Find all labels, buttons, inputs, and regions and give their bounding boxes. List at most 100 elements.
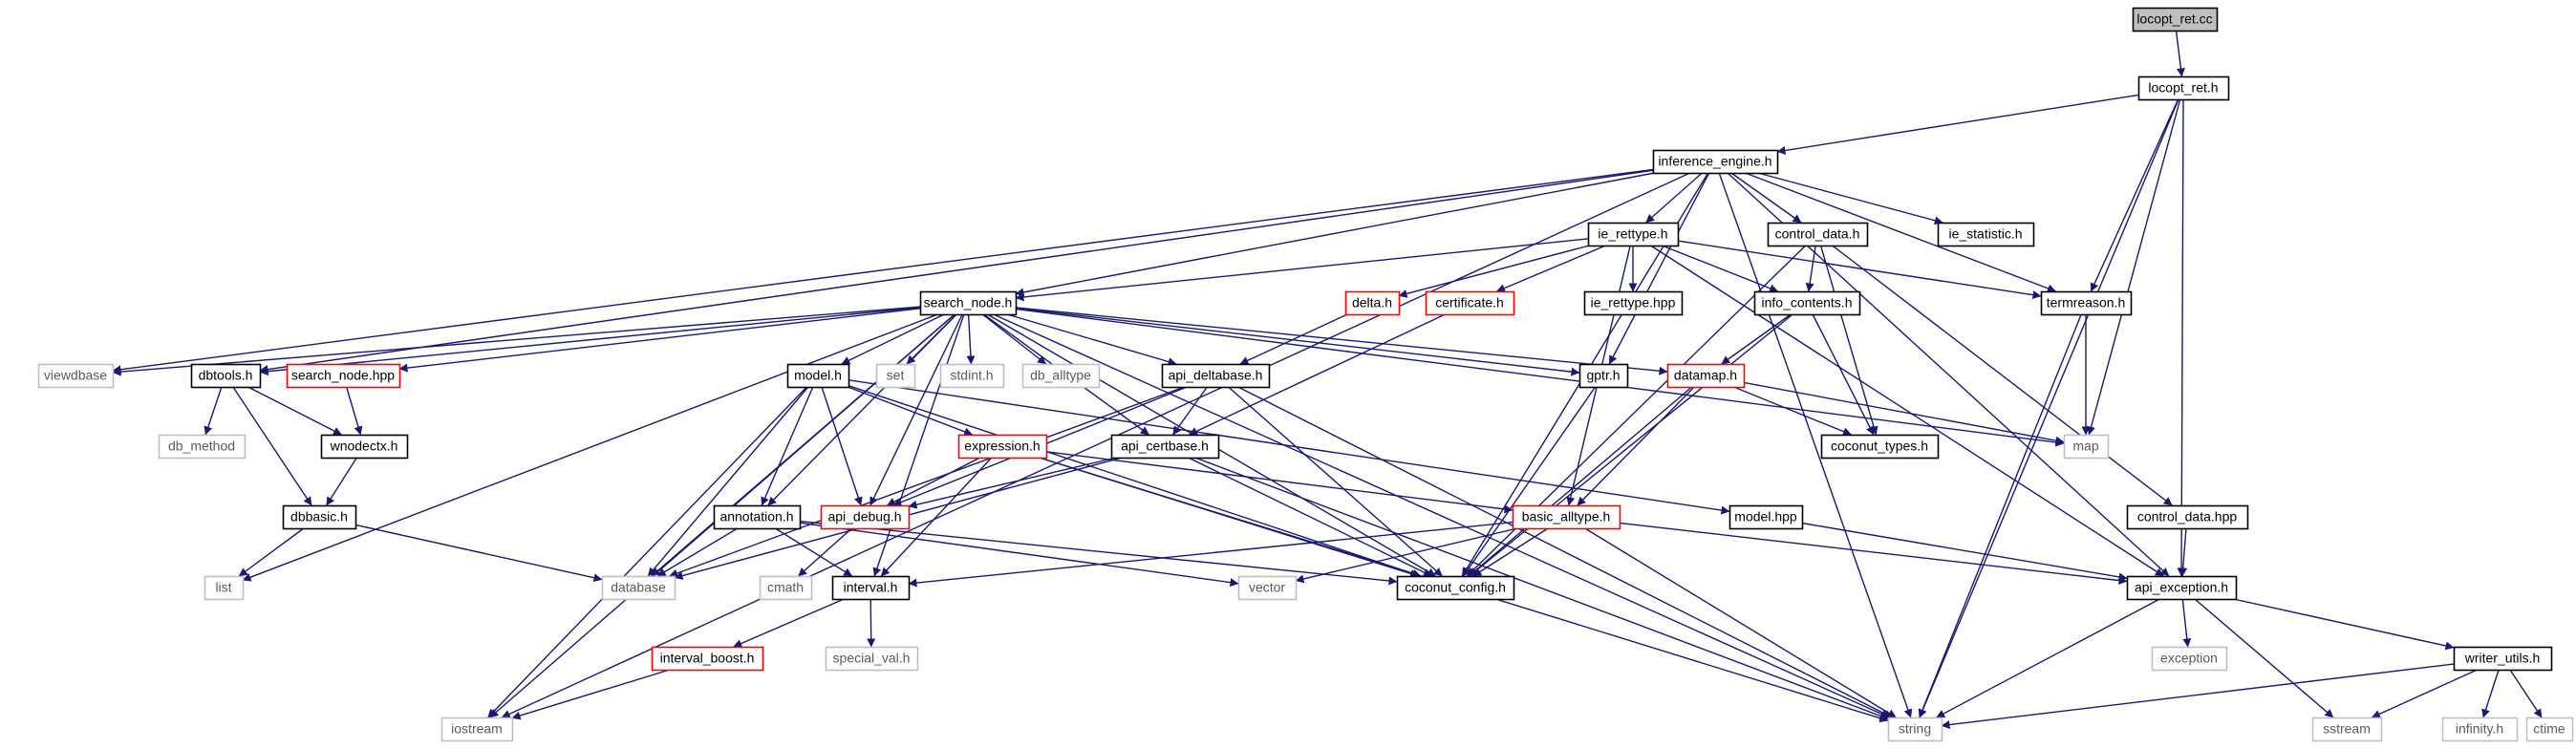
edge-termreason_h-to-string [1918,313,2082,718]
node-set[interactable]: set [875,363,916,389]
edge-dbbasic_h-to-database [354,524,603,583]
node-box-cmath [759,575,813,601]
edge-gptr_h-to-coconut_config_h [1462,386,1597,577]
node-string[interactable]: string [1887,717,1943,742]
node-box-set [875,363,916,389]
node-model_h[interactable]: model.h [786,363,850,389]
node-api_exception_h[interactable]: api_exception.h [2126,575,2238,601]
node-box-string [1887,717,1943,742]
node-box-stdint_h [939,363,1005,389]
node-label-control_data_h: control_data.h [1775,226,1860,242]
node-box-sstream [2311,717,2383,742]
node-label-stdint_h: stdint.h [950,368,993,383]
node-box-datamap_h [1666,363,1746,389]
node-dbtools_h[interactable]: dbtools.h [190,363,262,389]
node-list[interactable]: list [204,575,245,601]
node-api_certbase_h[interactable]: api_certbase.h [1110,434,1220,460]
node-api_debug_h[interactable]: api_debug.h [820,504,911,530]
node-db_alltype[interactable]: db_alltype [1021,363,1101,389]
node-control_data_hpp[interactable]: control_data.hpp [2126,504,2249,530]
node-certificate_h[interactable]: certificate.h [1425,290,1515,316]
edge-locopt_ret_h-to-map [2087,98,2181,436]
node-box-annotation_h [713,504,802,530]
node-writer_utils_h[interactable]: writer_utils.h [2453,646,2553,672]
node-map[interactable]: map [2063,434,2110,460]
node-delta_h[interactable]: delta.h [1344,290,1401,316]
node-label-interval_h: interval.h [844,580,898,595]
node-locopt_ret_h[interactable]: locopt_ret.h [2137,75,2230,101]
node-db_method[interactable]: db_method [158,434,247,460]
edge-model_h-to-iostream [487,386,807,718]
edge-locopt_ret_cc-to-locopt_ret_h [2175,30,2185,77]
node-api_deltabase_h[interactable]: api_deltabase.h [1161,363,1271,389]
node-box-db_alltype [1021,363,1101,389]
node-cmath[interactable]: cmath [759,575,813,601]
node-box-api_deltabase_h [1161,363,1271,389]
node-model_hpp[interactable]: model.hpp [1728,504,1804,530]
node-coconut_types_h[interactable]: coconut_types.h [1820,434,1940,460]
node-box-model_hpp [1728,504,1804,530]
node-dbbasic_h[interactable]: dbbasic.h [282,504,357,530]
node-expression_h[interactable]: expression.h [957,434,1048,460]
node-special_val_h[interactable]: special_val.h [825,646,919,672]
edge-ie_rettype_h-to-certificate_h [1496,245,1606,292]
node-label-db_alltype: db_alltype [1030,368,1091,383]
node-ie_rettype_hpp[interactable]: ie_rettype.hpp [1583,290,1684,316]
edge-dbbasic_h-to-list [238,527,305,577]
edge-inference_engine_h-to-dbtools_h [259,169,1654,374]
edge-locopt_ret_h-to-string [1919,98,2179,718]
edge-model_h-to-model_hpp [848,379,1730,515]
node-vector[interactable]: vector [1237,575,1298,601]
node-search_node_h[interactable]: search_node.h [919,290,1018,316]
edge-writer_utils_h-to-infinity_h [2481,669,2500,718]
node-box-map [2063,434,2110,460]
node-exception[interactable]: exception [2151,646,2228,672]
node-label-infinity_h: infinity.h [2456,721,2503,737]
edge-inference_engine_h-to-gptr_h [1608,172,1710,365]
edge-info_contents_h-to-coconut_config_h [1469,313,1793,577]
node-box-api_debug_h [820,504,911,530]
node-infinity_h[interactable]: infinity.h [2441,717,2519,742]
node-interval_boost_h[interactable]: interval_boost.h [651,646,764,672]
edge-search_node_h-to-interval_h [872,313,965,577]
node-ctime[interactable]: ctime [2525,717,2574,742]
node-label-model_h: model.h [794,368,842,383]
node-box-ie_statistic_h [1937,222,2035,247]
node-datamap_h[interactable]: datamap.h [1666,363,1746,389]
edge-ie_rettype_h-to-info_contents_h [1662,245,1779,293]
node-box-locopt_ret_cc [2132,7,2219,32]
edge-dbtools_h-to-db_method [204,386,223,436]
node-label-termreason_h: termreason.h [2047,295,2125,310]
node-locopt_ret_cc[interactable]: locopt_ret.cc [2132,7,2219,32]
edge-inference_engine_h-to-ie_rettype_h [1645,172,1703,224]
node-info_contents_h[interactable]: info_contents.h [1753,290,1861,316]
node-inference_engine_h[interactable]: inference_engine.h [1652,149,1779,175]
node-interval_h[interactable]: interval.h [831,575,911,601]
node-iostream[interactable]: iostream [440,717,514,742]
edge-model_hpp-to-api_exception_h [1801,522,2128,582]
node-ie_rettype_h[interactable]: ie_rettype.h [1587,222,1680,247]
node-box-search_node_hpp [286,363,401,389]
node-label-api_exception_h: api_exception.h [2135,580,2228,595]
node-box-iostream [440,717,514,742]
node-stdint_h[interactable]: stdint.h [939,363,1005,389]
edge-inference_engine_h-to-viewdbase [112,168,1654,374]
node-annotation_h[interactable]: annotation.h [713,504,802,530]
node-label-iostream: iostream [451,721,503,737]
node-ie_statistic_h[interactable]: ie_statistic.h [1937,222,2035,247]
node-coconut_config_h[interactable]: coconut_config.h [1396,575,1515,601]
edge-expression_h-to-interval_h [880,457,993,577]
node-sstream[interactable]: sstream [2311,717,2383,742]
edge-inference_engine_h-to-iostream [501,172,1691,718]
node-termreason_h[interactable]: termreason.h [2040,290,2133,316]
node-viewdbase[interactable]: viewdbase [37,363,115,389]
node-control_data_h[interactable]: control_data.h [1767,222,1869,247]
edge-writer_utils_h-to-sstream [2371,669,2478,718]
node-gptr_h[interactable]: gptr.h [1578,363,1629,389]
node-wnodectx_h[interactable]: wnodectx.h [320,434,409,460]
node-basic_alltype_h[interactable]: basic_alltype.h [1512,504,1621,530]
node-box-api_certbase_h [1110,434,1220,460]
node-search_node_hpp[interactable]: search_node.hpp [286,363,401,389]
node-database[interactable]: database [601,575,676,601]
edge-datamap_h-to-coconut_config_h [1468,386,1693,577]
